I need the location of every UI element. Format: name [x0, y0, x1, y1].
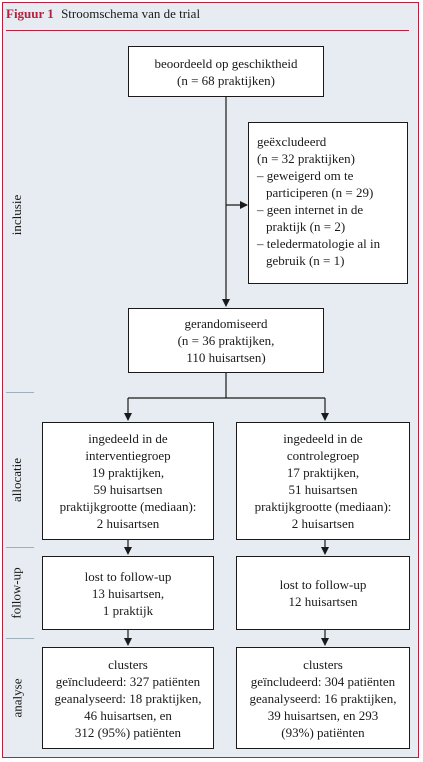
box-line: clusters — [303, 656, 343, 672]
phase-label-allocatie: allocatie — [9, 457, 24, 503]
box-line: (n = 32 praktijken) — [257, 151, 355, 166]
figure-title: Figuur 1 Stroomschema van de trial — [6, 6, 200, 22]
box-line: geëxcludeerd — [257, 134, 327, 149]
phase-separator — [6, 392, 34, 393]
box-line: praktijk (n = 2) — [266, 219, 346, 234]
box-line: 19 praktijken, — [91, 465, 165, 480]
box-line: 110 huisartsen) — [186, 350, 266, 365]
box-line: geïncludeerd: 304 patiënten — [250, 673, 396, 689]
box-line: 2 huisartsen — [291, 516, 355, 531]
box-alloc-control: ingedeeld in de controlegroep 17 praktij… — [236, 422, 410, 540]
box-line: lost to follow-up — [279, 577, 367, 592]
figure-caption: Stroomschema van de trial — [61, 6, 201, 21]
phase-separator — [6, 638, 34, 639]
box-line: – geen internet in de — [257, 202, 364, 217]
box-line: 12 huisartsen — [288, 594, 358, 609]
box-excluded: geëxcludeerd (n = 32 praktijken) – gewei… — [248, 122, 408, 284]
box-line: (n = 68 praktijken) — [177, 72, 275, 88]
figure-label: Figuur 1 — [6, 6, 54, 21]
box-analysis-control: clusters geïncludeerd: 304 patiënten gea… — [236, 647, 410, 749]
box-randomized: gerandomiseerd (n = 36 praktijken, 110 h… — [128, 308, 324, 373]
box-line: clusters — [108, 656, 148, 672]
box-line: (93%) patiënten — [281, 724, 365, 740]
box-analysis-intervention: clusters geïncludeerd: 327 patiënten gea… — [42, 647, 214, 749]
box-line: controlegroep — [286, 448, 360, 463]
box-line: participeren (n = 29) — [266, 185, 374, 200]
box-line: 1 praktijk — [102, 602, 154, 618]
box-line: praktijkgrootte (mediaan): — [59, 499, 197, 514]
phase-label-analyse: analyse — [9, 678, 25, 718]
box-line: (n = 36 praktijken, — [177, 333, 275, 348]
box-line: 39 huisartsen, en 293 — [267, 707, 379, 723]
box-line: interventiegroep — [85, 448, 171, 463]
box-line: 17 praktijken, — [286, 465, 360, 480]
box-line: – geweigerd om te — [257, 168, 354, 183]
box-line: geanalyseerd: 18 praktijken, — [54, 690, 202, 706]
box-line: – teledermatologie al in — [257, 236, 381, 251]
title-rule — [6, 30, 409, 31]
box-line: 13 huisartsen, — [91, 585, 165, 601]
box-line: beoordeeld op geschiktheid — [154, 55, 298, 71]
box-assessed: beoordeeld op geschiktheid (n = 68 prakt… — [128, 46, 324, 97]
box-line: gebruik (n = 1) — [266, 253, 345, 268]
box-line: praktijkgrootte (mediaan): — [254, 499, 392, 514]
phase-label-follow-up: follow-up — [9, 567, 24, 619]
box-line: ingedeeld in de — [283, 431, 363, 446]
phase-separator — [6, 547, 34, 548]
box-line: geïncludeerd: 327 patiënten — [55, 673, 201, 689]
box-line: lost to follow-up — [84, 568, 172, 584]
box-line: 51 huisartsen — [288, 482, 358, 497]
box-line: 312 (95%) patiënten — [74, 724, 182, 740]
box-followup-control: lost to follow-up 12 huisartsen — [236, 556, 410, 630]
box-line: 46 huisartsen, en — [84, 707, 172, 723]
box-line: 2 huisartsen — [96, 516, 160, 531]
phase-label-inclusie: inclusie — [9, 194, 24, 236]
box-alloc-intervention: ingedeeld in de interventiegroep 19 prak… — [42, 422, 214, 540]
box-line: geanalyseerd: 16 praktijken, — [249, 690, 397, 706]
box-line: gerandomiseerd — [184, 316, 268, 331]
box-followup-intervention: lost to follow-up 13 huisartsen, 1 prakt… — [42, 556, 214, 630]
box-line: 59 huisartsen — [93, 482, 163, 497]
box-line: ingedeeld in de — [88, 431, 168, 446]
